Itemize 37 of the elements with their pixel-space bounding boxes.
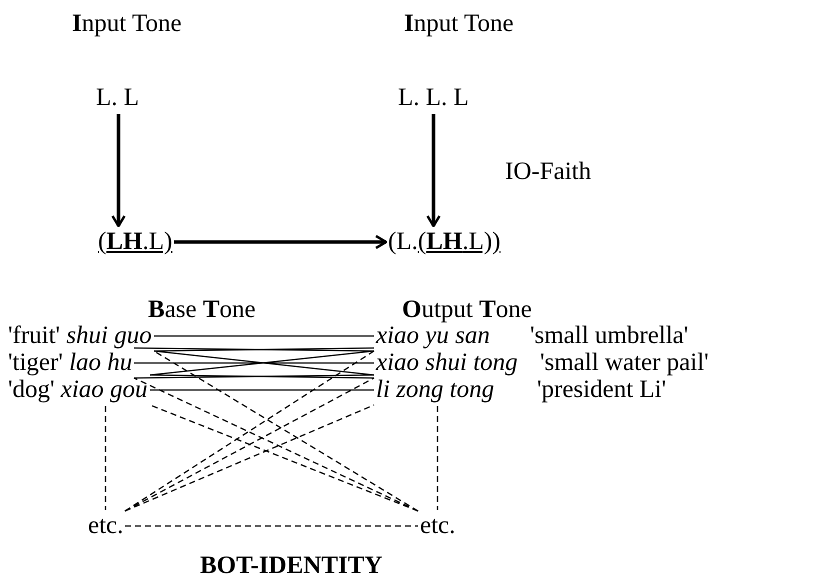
tone-string: L. L bbox=[96, 84, 140, 112]
dashed-line bbox=[125, 525, 418, 527]
word-gloss: 'president Li' bbox=[537, 376, 666, 404]
etc-text: etc. bbox=[88, 512, 124, 540]
dashed-line bbox=[134, 377, 418, 512]
word-gloss: 'small umbrella' bbox=[530, 322, 688, 350]
constraint-label: IO-Faith bbox=[505, 158, 592, 186]
heading: Input Tone bbox=[72, 10, 182, 38]
heading: Base Tone bbox=[148, 296, 256, 324]
arrow bbox=[111, 114, 126, 228]
word-example: 'tiger' lao hu bbox=[8, 349, 132, 377]
tone-string: (LH.L) bbox=[98, 228, 172, 256]
word-example: 'fruit' shui guo bbox=[8, 322, 152, 350]
dashed-line bbox=[154, 350, 418, 512]
constraint-label: BOT-IDENTITY bbox=[200, 552, 382, 580]
word-example: 'dog' xiao gou bbox=[8, 376, 148, 404]
dashed-line bbox=[124, 404, 374, 512]
heading: Output Tone bbox=[402, 296, 532, 324]
arrow bbox=[174, 234, 388, 250]
connector-line bbox=[154, 335, 374, 337]
word-example: li zong tong bbox=[376, 376, 494, 404]
word-gloss: 'small water pail' bbox=[540, 349, 709, 377]
heading: Input Tone bbox=[404, 10, 514, 38]
dashed-line bbox=[150, 404, 418, 512]
dashed-line bbox=[104, 406, 106, 510]
word-example: xiao yu san bbox=[376, 322, 490, 350]
tone-string: L. L. L bbox=[398, 84, 469, 112]
arrow bbox=[426, 114, 441, 228]
tone-string: (LH.L)) bbox=[418, 228, 500, 255]
dashed-line bbox=[124, 350, 374, 512]
dashed-line bbox=[436, 406, 438, 510]
tone-string: (L. bbox=[388, 228, 418, 255]
connector-line bbox=[134, 362, 374, 364]
word-example: xiao shui tong bbox=[376, 349, 518, 377]
dashed-line bbox=[124, 377, 374, 512]
connector-line bbox=[150, 389, 374, 391]
etc-text: etc. bbox=[420, 512, 456, 540]
